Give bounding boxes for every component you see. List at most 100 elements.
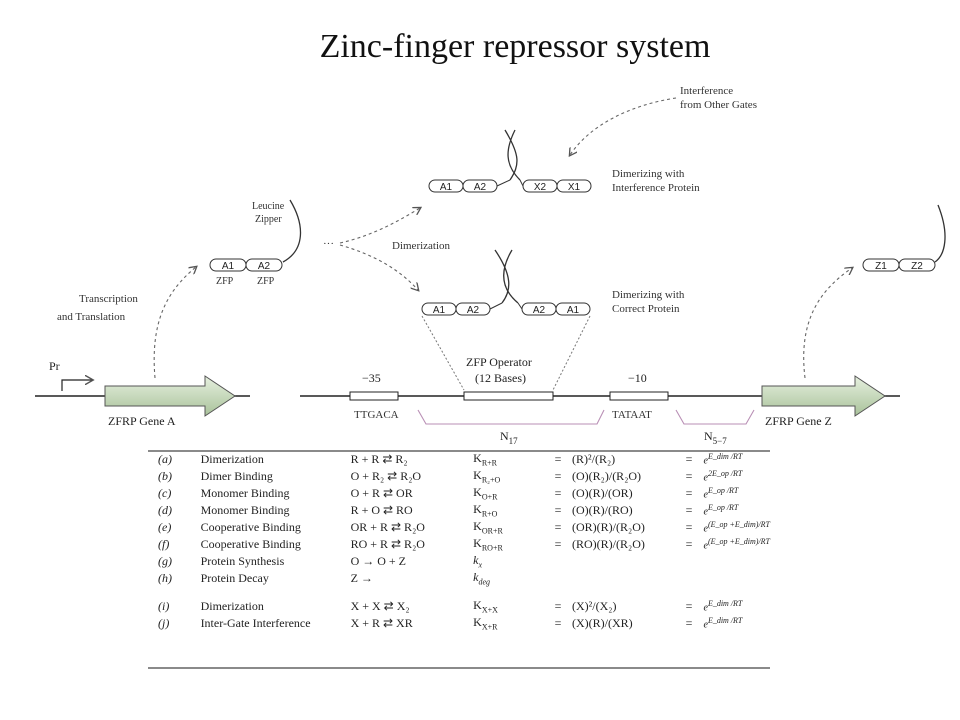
domain-z1: Z1 <box>875 261 887 272</box>
rate-constant-symbol: K <box>473 598 482 613</box>
reaction-id: (d) <box>158 503 172 517</box>
domain-a1: A1 <box>567 305 580 316</box>
interference-label: Interference <box>680 85 733 97</box>
reaction-eq: O → O + Z <box>350 554 406 568</box>
reaction-name: Dimerization <box>200 452 264 466</box>
promoter-label: Pr <box>49 359 60 373</box>
reaction-name: Cooperative Binding <box>200 537 301 551</box>
table-spacer <box>148 587 770 598</box>
equilibrium-exponent: 2E_op /RT <box>707 469 743 479</box>
reaction-expr: (X)(R)/(XR) <box>572 616 633 630</box>
reaction-k: KO+R <box>473 485 554 502</box>
zfp-label-2: ZFP <box>257 276 275 287</box>
dimerizing-interference-label-2: Interference Protein <box>612 182 700 194</box>
domain-x1: X1 <box>568 182 581 193</box>
equilibrium-value: e <box>703 602 708 614</box>
reaction-expr: (O)(R)/(OR) <box>572 486 633 500</box>
reaction-id: (b) <box>158 469 172 483</box>
domain-a2: A2 <box>533 305 546 316</box>
gene-z-arrow <box>761 375 886 417</box>
reaction-name: Monomer Binding <box>200 486 290 500</box>
domain-a1: A1 <box>440 182 453 193</box>
reaction-expr: (RO)(R)/(R₂O) <box>572 537 645 551</box>
reaction-eq: OR + R ⇄ R₂O <box>350 520 425 534</box>
equilibrium-exponent: E_dim /RT <box>707 599 743 609</box>
dimerization-arrow-up <box>339 208 420 244</box>
correct-dimer: A1 A2 A2 A1 <box>421 249 591 316</box>
reaction-eq2: = <box>554 469 562 483</box>
equilibrium-value: e <box>703 472 708 484</box>
reaction-k: KOR+R <box>473 519 554 536</box>
reaction-eq3 <box>675 553 704 570</box>
equilibrium-value: e <box>703 523 708 535</box>
reaction-eq2: = <box>554 503 562 517</box>
rate-constant-subscript: x <box>478 560 483 570</box>
reaction-eq3: = <box>685 469 693 483</box>
domain-a2: A2 <box>258 261 271 272</box>
domain-x2: X2 <box>534 182 547 193</box>
interference-label-2: from Other Gates <box>680 99 757 111</box>
equilibrium-exponent: E_op /RT <box>707 503 739 513</box>
reaction-eq3: = <box>685 520 693 534</box>
reaction-expr: (O)(R)/(RO) <box>572 503 633 517</box>
reaction-id: (f) <box>158 537 170 551</box>
tataat-label: TATAAT <box>612 409 652 421</box>
rate-constant-symbol: K <box>473 536 482 551</box>
reaction-eq2: = <box>554 486 562 500</box>
reaction-name: Protein Synthesis <box>200 554 285 568</box>
reaction-val: e(E_op +E_dim)/RT <box>703 536 770 553</box>
zfp-operator-box <box>463 391 554 401</box>
reaction-eq: O + R ⇄ OR <box>350 486 413 500</box>
monomer-protein: A1 A2 <box>209 199 302 272</box>
reaction-id: (i) <box>158 599 170 613</box>
rate-constant-subscript: X+X <box>481 605 498 615</box>
ttgaca-label: TTGACA <box>354 409 399 421</box>
rate-constant-subscript: RO+R <box>481 543 503 553</box>
gene-a-label: ZFRP Gene A <box>108 414 176 428</box>
reaction-k: kdeg <box>473 570 554 587</box>
transcription-label: Transcription <box>79 293 138 305</box>
minus35-label: −35 <box>362 371 381 385</box>
reaction-eq2: = <box>554 520 562 534</box>
rate-constant-symbol: k <box>473 570 479 585</box>
reaction-eq: X + X ⇄ X₂ <box>350 599 410 613</box>
minus35-box <box>349 391 399 401</box>
rate-constant-symbol: K <box>473 468 482 483</box>
zipper-label: Zipper <box>255 214 282 225</box>
promoter-arrow <box>61 380 92 391</box>
reaction-eq2: = <box>554 599 562 613</box>
reaction-eq3: = <box>685 599 693 613</box>
equilibrium-exponent: (E_op +E_dim)/RT <box>707 520 770 530</box>
reaction-val: eE_dim /RT <box>703 615 770 632</box>
rate-constant-symbol: K <box>473 615 482 630</box>
reaction-name: Dimerization <box>200 599 264 613</box>
reaction-eq2 <box>555 553 572 570</box>
reaction-val <box>703 553 770 570</box>
reaction-eq2: = <box>554 616 562 630</box>
reaction-eq3 <box>675 570 704 587</box>
rate-constant-subscript: R+R <box>481 458 498 468</box>
rate-constant-subscript: R+O <box>481 509 498 519</box>
reaction-eq: O + R₂ ⇄ R₂O <box>350 469 422 483</box>
reaction-k: KX+R <box>473 615 554 632</box>
reaction-id: (e) <box>158 520 172 534</box>
reaction-id: (g) <box>158 554 172 568</box>
reaction-expr: (O)(R₂)/(R₂O) <box>572 469 642 483</box>
page-title: Zinc-finger repressor system <box>319 28 711 65</box>
expression-arrow-z <box>803 268 852 379</box>
reaction-val: eE_op /RT <box>703 485 770 502</box>
reaction-k: KR₂+O <box>473 468 554 485</box>
zfp-bases-label: (12 Bases) <box>475 371 526 385</box>
rate-constant-subscript: O+R <box>481 492 498 502</box>
equilibrium-exponent: E_dim /RT <box>707 616 743 626</box>
reaction-eq: R + R ⇄ R₂ <box>350 452 408 466</box>
reaction-eq2 <box>555 570 572 587</box>
reaction-val: eE_dim /RT <box>703 598 770 615</box>
equilibrium-value: e <box>703 506 708 518</box>
reaction-eq: X + R ⇄ XR <box>350 616 413 630</box>
equilibrium-value: e <box>703 455 708 467</box>
interference-dimer: A1 A2 X2 X1 <box>428 129 592 193</box>
